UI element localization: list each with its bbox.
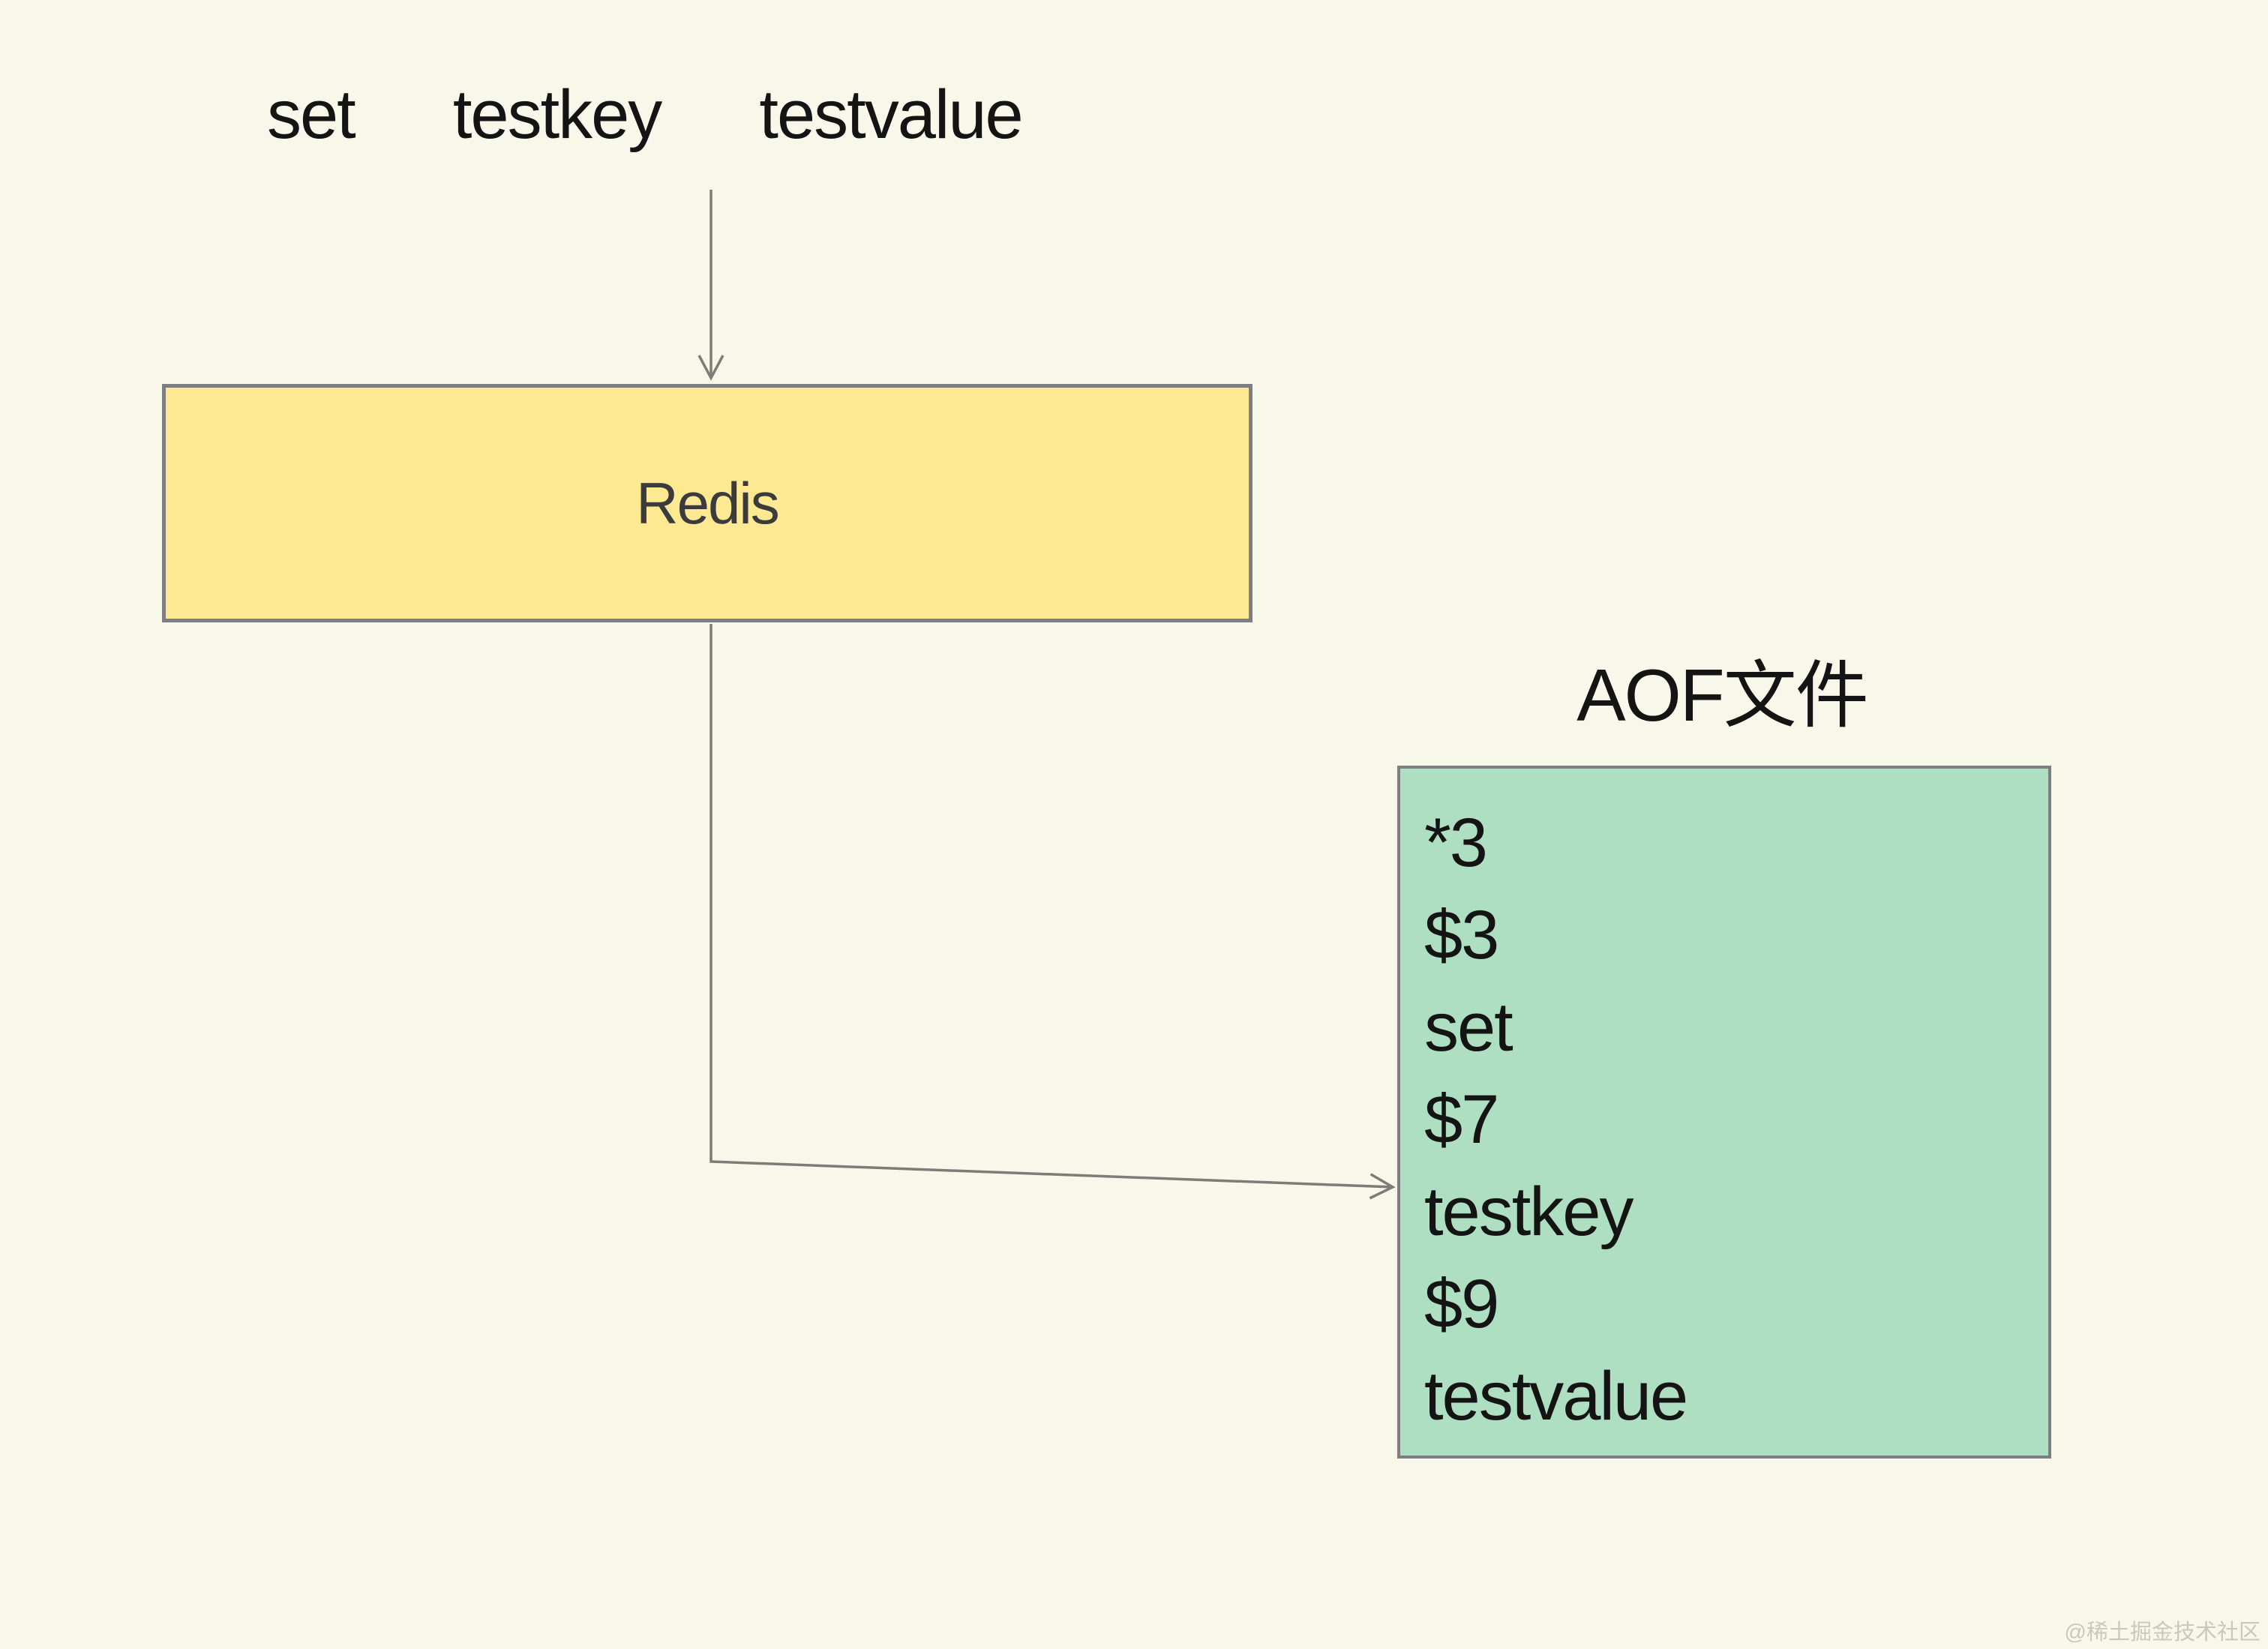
aof-file-node: *3 $3 set $7 testkey $9 testvalue (1397, 766, 2051, 1459)
set-command-text: set testkey testvalue (267, 76, 1024, 153)
arrow-redis-to-aof (710, 624, 1396, 1200)
redis-label: Redis (636, 469, 779, 536)
aof-line-set: set (1424, 989, 1514, 1066)
aof-line-array-count: *3 (1424, 805, 1488, 881)
aof-line-testkey: testkey (1424, 1174, 1634, 1250)
aof-file-title: AOF文件 (1576, 654, 1868, 736)
aof-line-len-set: $3 (1424, 897, 1499, 973)
aof-line-len-testkey: $7 (1424, 1081, 1499, 1158)
watermark: @稀土掘金技术社区 (2064, 1621, 2260, 1645)
aof-line-len-testvalue: $9 (1424, 1266, 1499, 1342)
redis-node: Redis (162, 384, 1252, 622)
aof-line-testvalue: testvalue (1424, 1358, 1688, 1435)
